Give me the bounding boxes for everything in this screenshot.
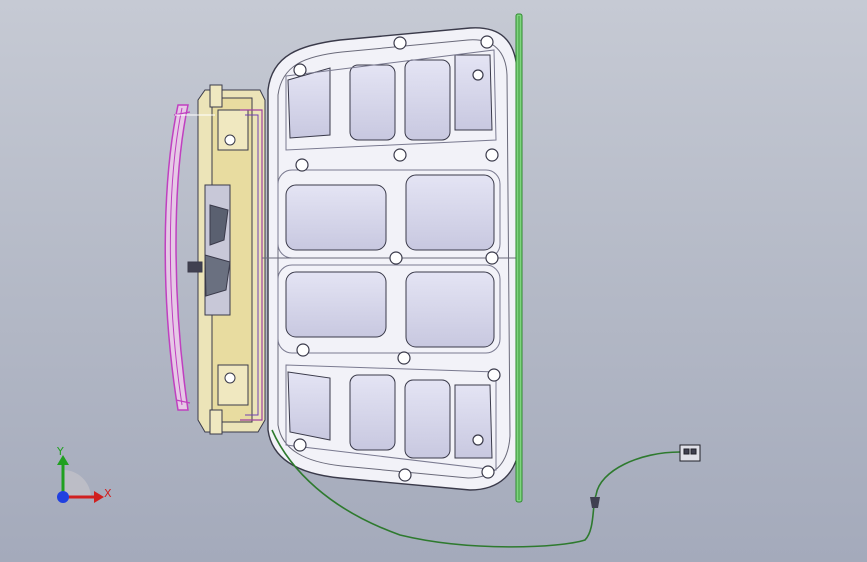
z-axis-dot <box>57 491 69 503</box>
hood-inner-panel[interactable] <box>262 27 521 491</box>
inline-clip <box>590 497 600 508</box>
weather-seal-strip[interactable] <box>515 13 523 503</box>
top-pocket-group <box>285 49 497 151</box>
y-axis-label: Y <box>56 445 64 458</box>
front-trim-strip[interactable] <box>164 104 191 411</box>
coordinate-triad: Y X <box>56 445 112 503</box>
bottom-pocket-group <box>285 364 497 471</box>
lower-mid-pocket-group <box>277 264 501 354</box>
x-axis-label: X <box>104 487 112 500</box>
upper-mid-pocket-group <box>277 169 501 259</box>
connector-plug[interactable] <box>679 444 701 462</box>
wire-harness[interactable] <box>271 429 681 548</box>
hinge-latch-assembly[interactable] <box>175 84 266 435</box>
bolt-hole-group <box>293 35 501 482</box>
